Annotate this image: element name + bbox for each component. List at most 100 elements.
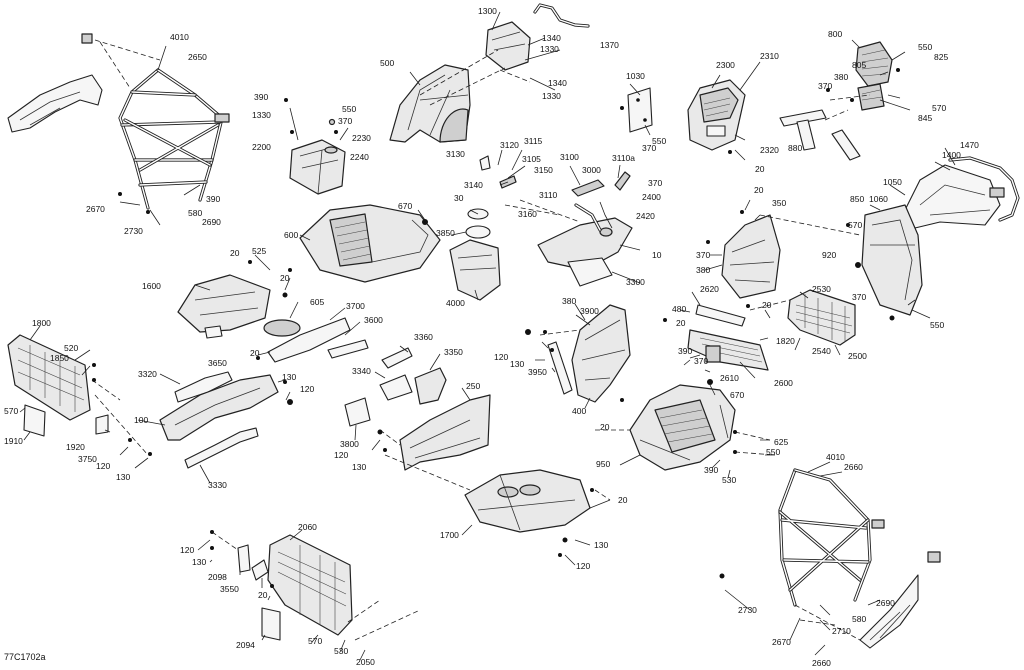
callout-20i: 20 — [618, 495, 628, 505]
part-panel-1400[interactable] — [904, 156, 1020, 229]
callout-550e: 550 — [766, 447, 780, 457]
part-rail-3320[interactable] — [174, 371, 233, 403]
part-bracket-3800[interactable] — [344, 397, 371, 427]
callout-30: 30 — [454, 193, 464, 203]
part-module-800[interactable] — [855, 41, 893, 111]
callout-2660: 2660 — [844, 462, 863, 472]
part-fender-500[interactable] — [389, 64, 471, 143]
callout-1060: 1060 — [869, 194, 888, 204]
callout-1470: 1470 — [960, 140, 979, 150]
callout-2690: 2690 — [202, 217, 221, 227]
callout-3340: 3340 — [352, 366, 371, 376]
part-panel-250[interactable] — [399, 394, 491, 471]
callout-20f: 20 — [600, 422, 610, 432]
callout-530: 530 — [722, 475, 736, 485]
callout-570b: 570 — [848, 220, 862, 230]
part-plate-1030[interactable] — [627, 87, 653, 133]
callout-1330: 1330 — [252, 110, 271, 120]
callout-2730b: 2730 — [738, 605, 757, 615]
part-tray-600[interactable] — [299, 204, 441, 283]
callout-825: 825 — [934, 52, 948, 62]
part-bracket-4000[interactable] — [449, 208, 501, 301]
callout-3130: 3130 — [446, 149, 465, 159]
callout-4010b: 4010 — [826, 452, 845, 462]
callout-390d: 390 — [704, 465, 718, 475]
part-roll-cage-rear[interactable] — [778, 468, 941, 649]
callout-520: 520 — [64, 343, 78, 353]
part-trim-3350[interactable] — [379, 347, 447, 405]
part-panel-550[interactable] — [861, 204, 923, 316]
callout-800: 800 — [828, 29, 842, 39]
part-tub-950[interactable] — [629, 384, 736, 471]
part-rear-wall-2060[interactable] — [237, 534, 353, 641]
callout-3110: 3110 — [539, 190, 558, 200]
callout-370f: 370 — [696, 250, 710, 260]
callout-10: 10 — [652, 250, 662, 260]
callout-670: 670 — [398, 201, 412, 211]
callout-2230: 2230 — [352, 133, 371, 143]
callout-2670b: 2670 — [772, 637, 791, 647]
callout-130: 130 — [116, 472, 130, 482]
figure-reference: 77C1702a — [4, 652, 46, 662]
callout-1030: 1030 — [626, 71, 645, 81]
callout-20c: 20 — [230, 248, 240, 258]
callout-2200: 2200 — [252, 142, 271, 152]
part-panel-350[interactable] — [721, 214, 781, 299]
callout-370e: 370 — [648, 178, 662, 188]
callout-1850: 1850 — [50, 353, 69, 363]
part-dash-2300[interactable] — [687, 79, 746, 151]
callout-2600: 2600 — [774, 378, 793, 388]
part-console-3300[interactable] — [479, 155, 633, 287]
callout-1330b: 1330 — [540, 44, 559, 54]
callout-525: 525 — [252, 246, 266, 256]
callout-500: 500 — [380, 58, 394, 68]
callout-1300: 1300 — [478, 6, 497, 16]
part-bars-880[interactable] — [779, 109, 861, 161]
part-bracket-1300[interactable] — [485, 3, 590, 71]
part-rail-100[interactable] — [159, 374, 279, 441]
part-console-2200[interactable] — [289, 118, 346, 195]
callout-390: 390 — [206, 194, 220, 204]
callout-130e: 130 — [594, 540, 608, 550]
callout-370g: 370 — [694, 356, 708, 366]
callout-370b: 370 — [642, 143, 656, 153]
callout-3800: 3800 — [340, 439, 359, 449]
callout-3320: 3320 — [138, 369, 157, 379]
callout-labels: 4010 2650 2670 2730 390 580 2690 390 133… — [4, 6, 979, 668]
callout-3750: 3750 — [78, 454, 97, 464]
callout-3115: 3115 — [524, 136, 543, 146]
callout-2098: 2098 — [208, 572, 227, 582]
callout-120f: 120 — [180, 545, 194, 555]
callout-120c: 120 — [334, 450, 348, 460]
part-frame-2500[interactable] — [787, 289, 856, 346]
callout-1370: 1370 — [600, 40, 619, 50]
callout-1340b: 1340 — [548, 78, 567, 88]
part-floor-1700[interactable] — [464, 469, 591, 533]
callout-550c: 550 — [918, 42, 932, 52]
part-rail-2600[interactable] — [687, 304, 769, 371]
callout-600: 600 — [284, 230, 298, 240]
callout-1600: 1600 — [142, 281, 161, 291]
part-panel-400[interactable] — [547, 304, 631, 403]
part-rear-wall-1800[interactable] — [7, 334, 109, 437]
callout-370: 370 — [338, 116, 352, 126]
callout-550d: 550 — [930, 320, 944, 330]
callout-250: 250 — [466, 381, 480, 391]
part-floor-1600[interactable] — [177, 274, 271, 339]
callout-4000: 4000 — [446, 298, 465, 308]
callout-3100: 3100 — [560, 152, 579, 162]
part-roll-cage-front[interactable] — [7, 33, 230, 210]
part-rail-3330[interactable] — [184, 427, 259, 469]
callout-130d: 130 — [510, 359, 524, 369]
callout-3550: 3550 — [220, 584, 239, 594]
part-cover-3700[interactable] — [263, 317, 369, 363]
callout-380: 380 — [834, 72, 848, 82]
callout-20b: 20 — [754, 185, 764, 195]
callout-950: 950 — [596, 459, 610, 469]
callout-2050: 2050 — [356, 657, 375, 667]
callout-2620: 2620 — [700, 284, 719, 294]
callout-370c: 370 — [818, 81, 832, 91]
callout-2300: 2300 — [716, 60, 735, 70]
callout-2690b: 2690 — [876, 598, 895, 608]
callout-3700: 3700 — [346, 301, 365, 311]
